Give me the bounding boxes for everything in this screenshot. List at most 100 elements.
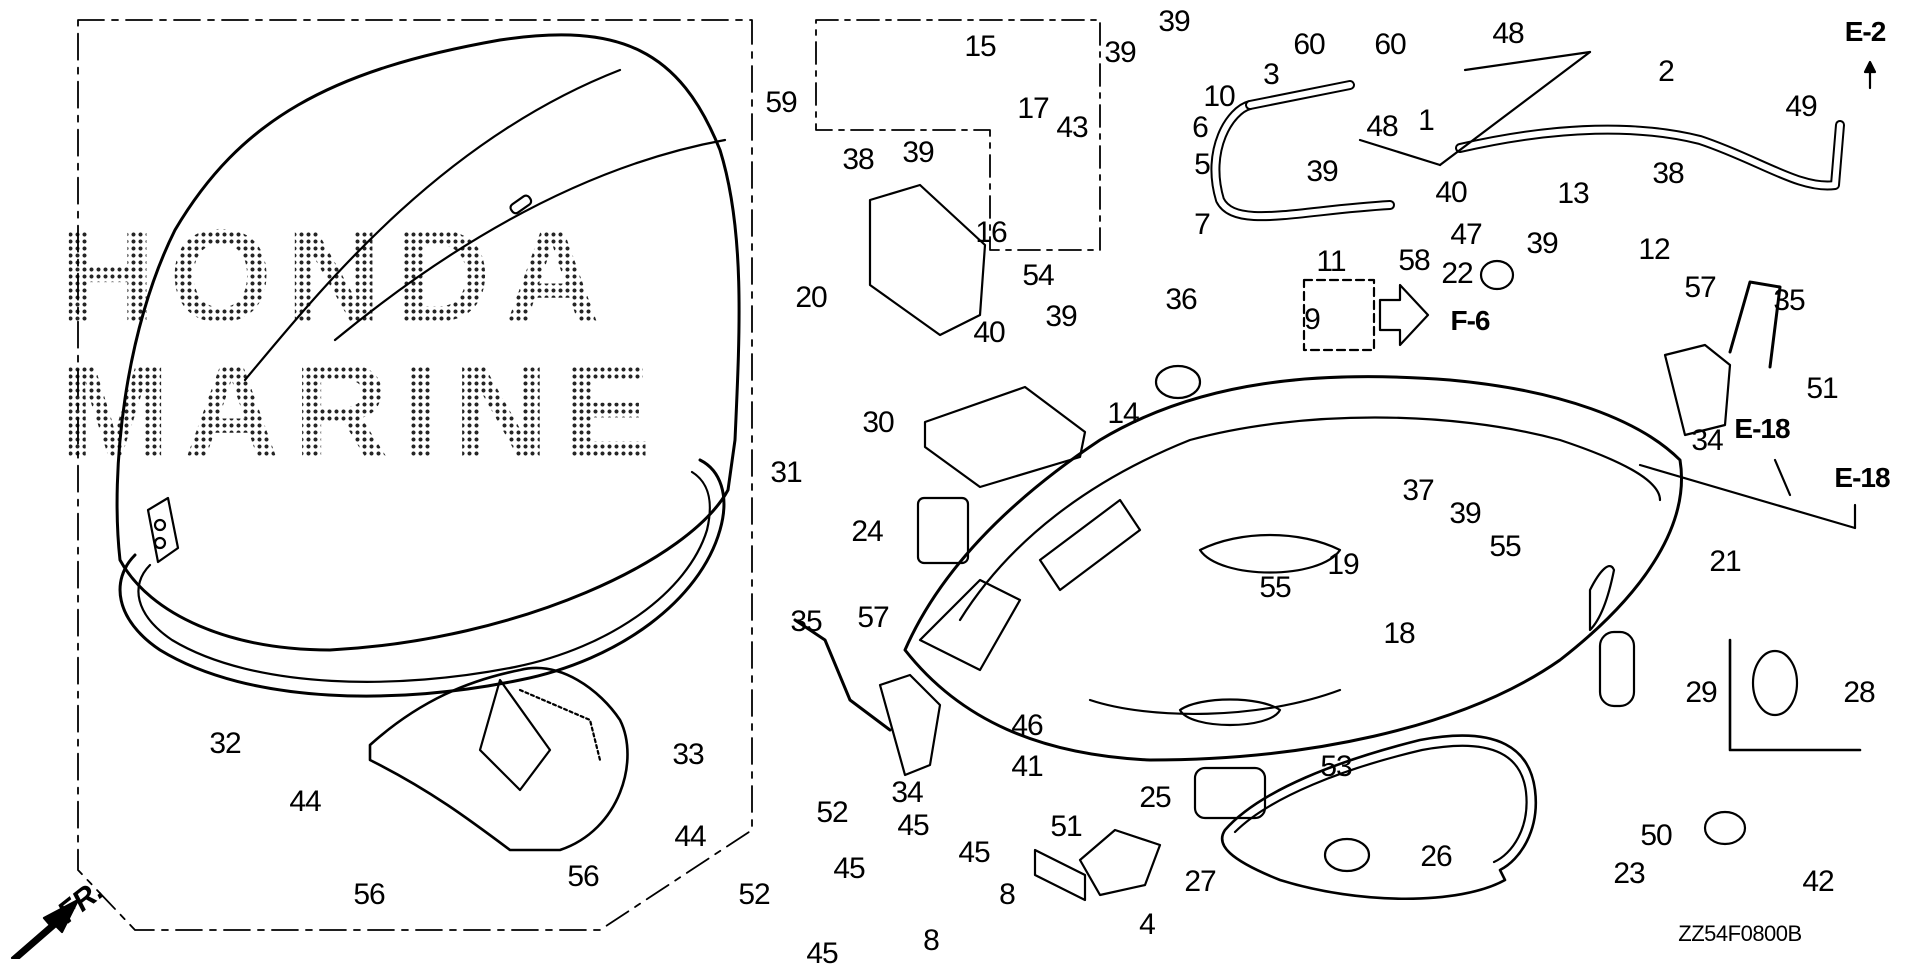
callout-part-52[interactable]: 52 xyxy=(816,796,848,829)
callout-part-4[interactable]: 4 xyxy=(1139,908,1156,941)
callout-part-9[interactable]: 9 xyxy=(1304,303,1321,336)
cross-reference-e-18[interactable]: E-18 xyxy=(1834,462,1890,493)
callout-part-33[interactable]: 33 xyxy=(672,738,704,771)
callout-part-45[interactable]: 45 xyxy=(833,852,865,885)
callout-part-43[interactable]: 43 xyxy=(1056,111,1088,144)
callout-part-32[interactable]: 32 xyxy=(209,727,241,760)
callout-part-3[interactable]: 3 xyxy=(1263,58,1280,91)
callout-part-57[interactable]: 57 xyxy=(857,601,889,634)
callout-part-60[interactable]: 60 xyxy=(1374,28,1406,61)
callout-part-35[interactable]: 35 xyxy=(790,605,822,638)
callout-part-1[interactable]: 1 xyxy=(1418,104,1435,137)
callout-part-34[interactable]: 34 xyxy=(891,776,923,809)
callout-part-54[interactable]: 54 xyxy=(1022,259,1054,292)
callout-part-7[interactable]: 7 xyxy=(1194,208,1211,241)
f6-detail-box xyxy=(1302,278,1376,352)
callout-part-25[interactable]: 25 xyxy=(1139,781,1171,814)
part-35-lower-shape xyxy=(793,618,892,732)
hose-join-line-c xyxy=(1463,50,1592,72)
callout-part-41[interactable]: 41 xyxy=(1011,750,1043,783)
callout-part-8[interactable]: 8 xyxy=(999,878,1016,911)
callout-part-47[interactable]: 47 xyxy=(1450,218,1482,251)
callout-part-39[interactable]: 39 xyxy=(1104,36,1136,69)
callout-part-39[interactable]: 39 xyxy=(902,136,934,169)
callout-part-37[interactable]: 37 xyxy=(1402,474,1434,507)
part-29-shape xyxy=(1598,630,1636,708)
callout-part-19[interactable]: 19 xyxy=(1327,548,1359,581)
callout-part-12[interactable]: 12 xyxy=(1638,233,1670,266)
callout-part-30[interactable]: 30 xyxy=(862,406,894,439)
callout-part-20[interactable]: 20 xyxy=(795,281,827,314)
callout-part-55[interactable]: 55 xyxy=(1489,530,1521,563)
e18-leader xyxy=(1638,463,1857,530)
callout-part-57[interactable]: 57 xyxy=(1684,271,1716,304)
callout-part-48[interactable]: 48 xyxy=(1366,110,1398,143)
callout-part-10[interactable]: 10 xyxy=(1203,80,1235,113)
part-35-upper-shape xyxy=(1728,280,1782,369)
callout-part-8[interactable]: 8 xyxy=(923,924,940,957)
callout-part-28[interactable]: 28 xyxy=(1843,676,1875,709)
callout-part-38[interactable]: 38 xyxy=(1652,157,1684,190)
part-24-shape xyxy=(916,496,970,565)
callout-part-27[interactable]: 27 xyxy=(1184,865,1216,898)
callout-part-39[interactable]: 39 xyxy=(1449,497,1481,530)
callout-part-59[interactable]: 59 xyxy=(765,86,797,119)
callout-part-26[interactable]: 26 xyxy=(1420,840,1452,873)
lower-cover-shape xyxy=(903,375,1683,762)
cross-reference-e-2[interactable]: E-2 xyxy=(1844,16,1887,47)
callout-part-34[interactable]: 34 xyxy=(1691,424,1723,457)
callout-part-51[interactable]: 51 xyxy=(1806,372,1838,405)
callout-part-16[interactable]: 16 xyxy=(975,216,1007,249)
callout-part-39[interactable]: 39 xyxy=(1526,227,1558,260)
callout-part-45[interactable]: 45 xyxy=(897,809,929,842)
callout-part-5[interactable]: 5 xyxy=(1194,148,1211,181)
callout-part-11[interactable]: 11 xyxy=(1316,245,1346,278)
callout-part-39[interactable]: 39 xyxy=(1045,300,1077,333)
callout-part-38[interactable]: 38 xyxy=(842,143,874,176)
bottom-gasket-shape xyxy=(1220,734,1538,901)
callout-part-42[interactable]: 42 xyxy=(1802,865,1834,898)
callout-part-56[interactable]: 56 xyxy=(353,878,385,911)
callout-part-35[interactable]: 35 xyxy=(1773,284,1805,317)
callout-part-36[interactable]: 36 xyxy=(1165,283,1197,316)
callout-part-29[interactable]: 29 xyxy=(1685,676,1717,709)
callout-part-44[interactable]: 44 xyxy=(289,785,321,818)
callout-part-45[interactable]: 45 xyxy=(806,937,838,970)
cross-reference-e-18[interactable]: E-18 xyxy=(1734,413,1790,444)
callout-part-2[interactable]: 2 xyxy=(1658,55,1675,88)
callout-part-14[interactable]: 14 xyxy=(1107,397,1139,430)
callout-part-21[interactable]: 21 xyxy=(1709,545,1741,578)
callout-part-44[interactable]: 44 xyxy=(674,820,706,853)
callout-part-48[interactable]: 48 xyxy=(1492,17,1524,50)
callout-part-6[interactable]: 6 xyxy=(1192,111,1209,144)
callout-part-51[interactable]: 51 xyxy=(1050,810,1082,843)
callout-part-52[interactable]: 52 xyxy=(738,878,770,911)
callout-part-40[interactable]: 40 xyxy=(1435,176,1467,209)
callout-part-46[interactable]: 46 xyxy=(1011,709,1043,742)
part-4-shape xyxy=(1033,848,1087,902)
callout-part-24[interactable]: 24 xyxy=(851,515,883,548)
cross-reference-f-6[interactable]: F-6 xyxy=(1450,305,1491,336)
callout-part-53[interactable]: 53 xyxy=(1320,750,1352,783)
callout-part-58[interactable]: 58 xyxy=(1398,244,1430,277)
callout-part-39[interactable]: 39 xyxy=(1306,155,1338,188)
callout-part-22[interactable]: 22 xyxy=(1441,257,1473,290)
callout-part-31[interactable]: 31 xyxy=(770,456,802,489)
bottom-gasket-inner xyxy=(1233,744,1528,864)
callout-part-56[interactable]: 56 xyxy=(567,860,599,893)
callout-part-40[interactable]: 40 xyxy=(973,316,1005,349)
callout-part-18[interactable]: 18 xyxy=(1383,617,1415,650)
callout-part-39[interactable]: 39 xyxy=(1158,5,1190,38)
part-27-shape xyxy=(1078,828,1162,897)
callout-part-45[interactable]: 45 xyxy=(958,836,990,869)
callout-part-23[interactable]: 23 xyxy=(1613,857,1645,890)
part-20-shape xyxy=(868,183,987,337)
callout-part-50[interactable]: 50 xyxy=(1640,819,1672,852)
callout-part-17[interactable]: 17 xyxy=(1017,92,1049,125)
callout-part-55[interactable]: 55 xyxy=(1259,571,1291,604)
callout-part-49[interactable]: 49 xyxy=(1785,90,1817,123)
callout-part-60[interactable]: 60 xyxy=(1293,28,1325,61)
callout-part-15[interactable]: 15 xyxy=(964,30,996,63)
callout-part-13[interactable]: 13 xyxy=(1557,177,1589,210)
